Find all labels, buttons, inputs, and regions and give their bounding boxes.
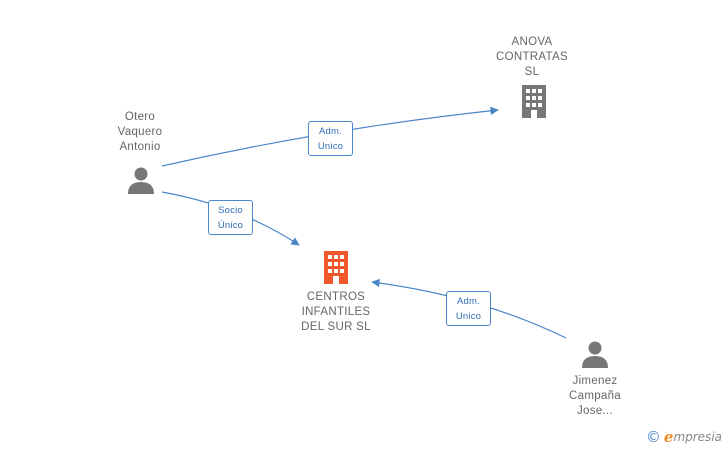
- edge-label-jimenez-centros[interactable]: Adm. Unico: [446, 291, 491, 326]
- building-highlight-icon[interactable]: [320, 250, 352, 285]
- brand-e: e: [663, 428, 674, 446]
- node-label-centros[interactable]: CENTROS INFANTILES DEL SUR SL: [301, 291, 371, 333]
- copyright-icon: ©: [645, 428, 661, 446]
- person-icon[interactable]: [580, 340, 610, 369]
- node-label-jimenez[interactable]: Jimenez Campaña Jose...: [569, 375, 621, 417]
- edge-label-otero-centros[interactable]: Socio Único: [208, 200, 253, 235]
- node-label-anova[interactable]: ANOVA CONTRATAS SL: [496, 36, 568, 78]
- person-icon[interactable]: [126, 166, 156, 195]
- brand-name: mpresia: [673, 430, 722, 444]
- node-label-otero[interactable]: Otero Vaquero Antonio: [117, 111, 163, 153]
- building-icon[interactable]: [518, 84, 550, 119]
- edge-label-otero-anova[interactable]: Adm. Unico: [308, 121, 353, 156]
